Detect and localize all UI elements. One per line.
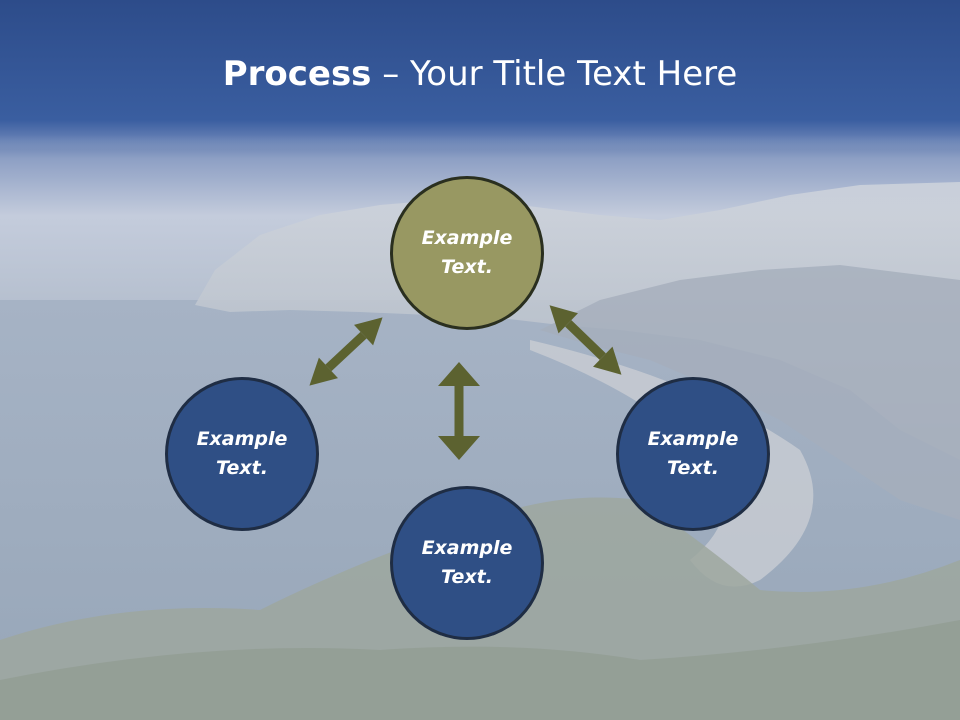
node-bottom-line1: Example (421, 537, 513, 559)
node-right-label: Example Text. (648, 425, 739, 483)
node-top-label: Example Text. (422, 224, 513, 282)
node-left-line1: Example (196, 428, 288, 450)
slide-title: Process – Your Title Text Here (0, 52, 960, 96)
node-right-line1: Example (647, 428, 739, 450)
title-rest: – Your Title Text Here (371, 54, 738, 94)
arrow-top-left (309, 317, 383, 386)
node-top-line2: Text. (441, 256, 493, 278)
title-bold: Process (222, 54, 372, 94)
arrow-top-right (549, 305, 622, 375)
title-bar (0, 0, 960, 150)
node-bottom[interactable]: Example Text. (390, 486, 544, 640)
node-right[interactable]: Example Text. (616, 377, 770, 531)
node-top-line1: Example (421, 227, 513, 249)
node-top[interactable]: Example Text. (390, 176, 544, 330)
arrow-vertical (438, 362, 480, 460)
node-left[interactable]: Example Text. (165, 377, 319, 531)
node-left-label: Example Text. (197, 425, 288, 483)
node-right-line2: Text. (667, 457, 719, 479)
node-left-line2: Text. (216, 457, 268, 479)
node-bottom-line2: Text. (441, 566, 493, 588)
node-bottom-label: Example Text. (422, 534, 513, 592)
